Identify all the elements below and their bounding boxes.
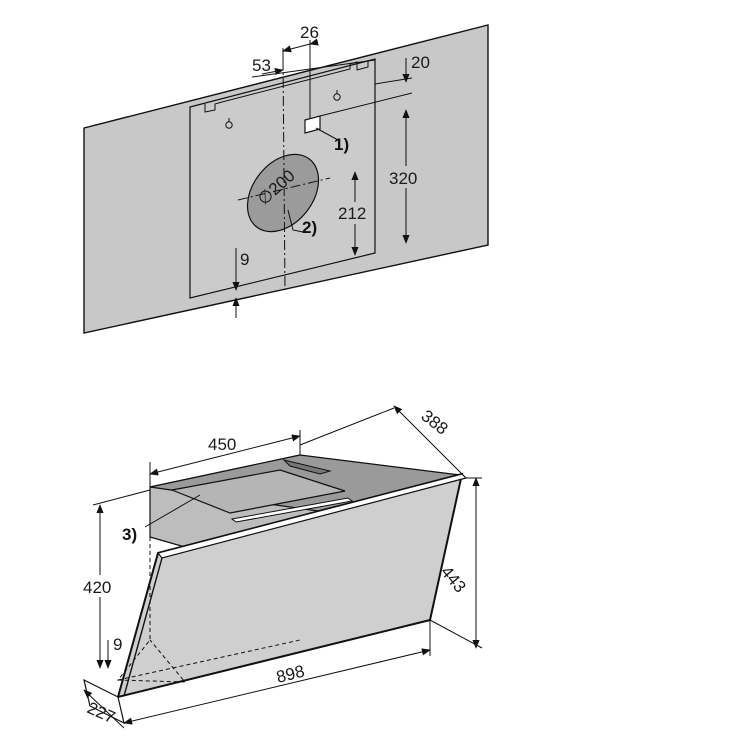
dim-line-227	[83, 689, 125, 729]
keyhole-hanger-right	[333, 90, 341, 101]
duct-opening	[246, 153, 320, 233]
label-bg	[336, 202, 374, 224]
dim-line-898	[123, 648, 431, 725]
dim-450-label: 450	[208, 435, 236, 454]
dim-53-label: 53	[252, 56, 271, 75]
air-slot	[230, 497, 354, 523]
keyhole-hanger-left	[225, 118, 233, 129]
dim-9b-label: 9	[113, 635, 122, 654]
dim-ext-20	[319, 92, 413, 117]
arrow	[282, 45, 292, 53]
electrical-connection-box	[304, 115, 321, 134]
dim-26-label: 26	[300, 23, 319, 42]
dim-420-label: 420	[83, 578, 111, 597]
ext-line	[429, 619, 483, 649]
arrow	[309, 38, 319, 46]
wall-mounting-diagram: 26 53 20 320 212 9 ∅200 1) 2)	[83, 23, 489, 334]
leader-1	[315, 127, 339, 141]
hood-diagram: 450 388 420 9 443 898 227 3)	[82, 405, 483, 729]
dim-line-450	[149, 434, 301, 476]
label-bg	[82, 575, 116, 597]
leader-3	[144, 494, 201, 528]
dim-320-label: 320	[389, 169, 417, 188]
ext-line	[92, 489, 151, 506]
template-bracket-edge	[204, 60, 369, 113]
ext-line	[299, 407, 395, 446]
vertical-centre-line	[282, 59, 286, 291]
dim-line-388	[393, 405, 463, 475]
leader-2	[287, 209, 304, 233]
dim-212-label: 212	[338, 204, 366, 223]
dim-388-label: 388	[418, 406, 452, 438]
dim-line-53	[251, 59, 376, 78]
callout-3: 3)	[122, 525, 137, 544]
dim-9-label: 9	[240, 250, 249, 269]
label-bg	[388, 166, 426, 188]
filter-panel	[169, 469, 346, 514]
callout-2: 2)	[302, 218, 317, 237]
horizontal-centre-line	[237, 177, 331, 201]
dim-898-label: 898	[274, 662, 306, 687]
callout-1: 1)	[334, 135, 349, 154]
arrow	[261, 67, 284, 76]
dim-20-label: 20	[411, 53, 430, 72]
